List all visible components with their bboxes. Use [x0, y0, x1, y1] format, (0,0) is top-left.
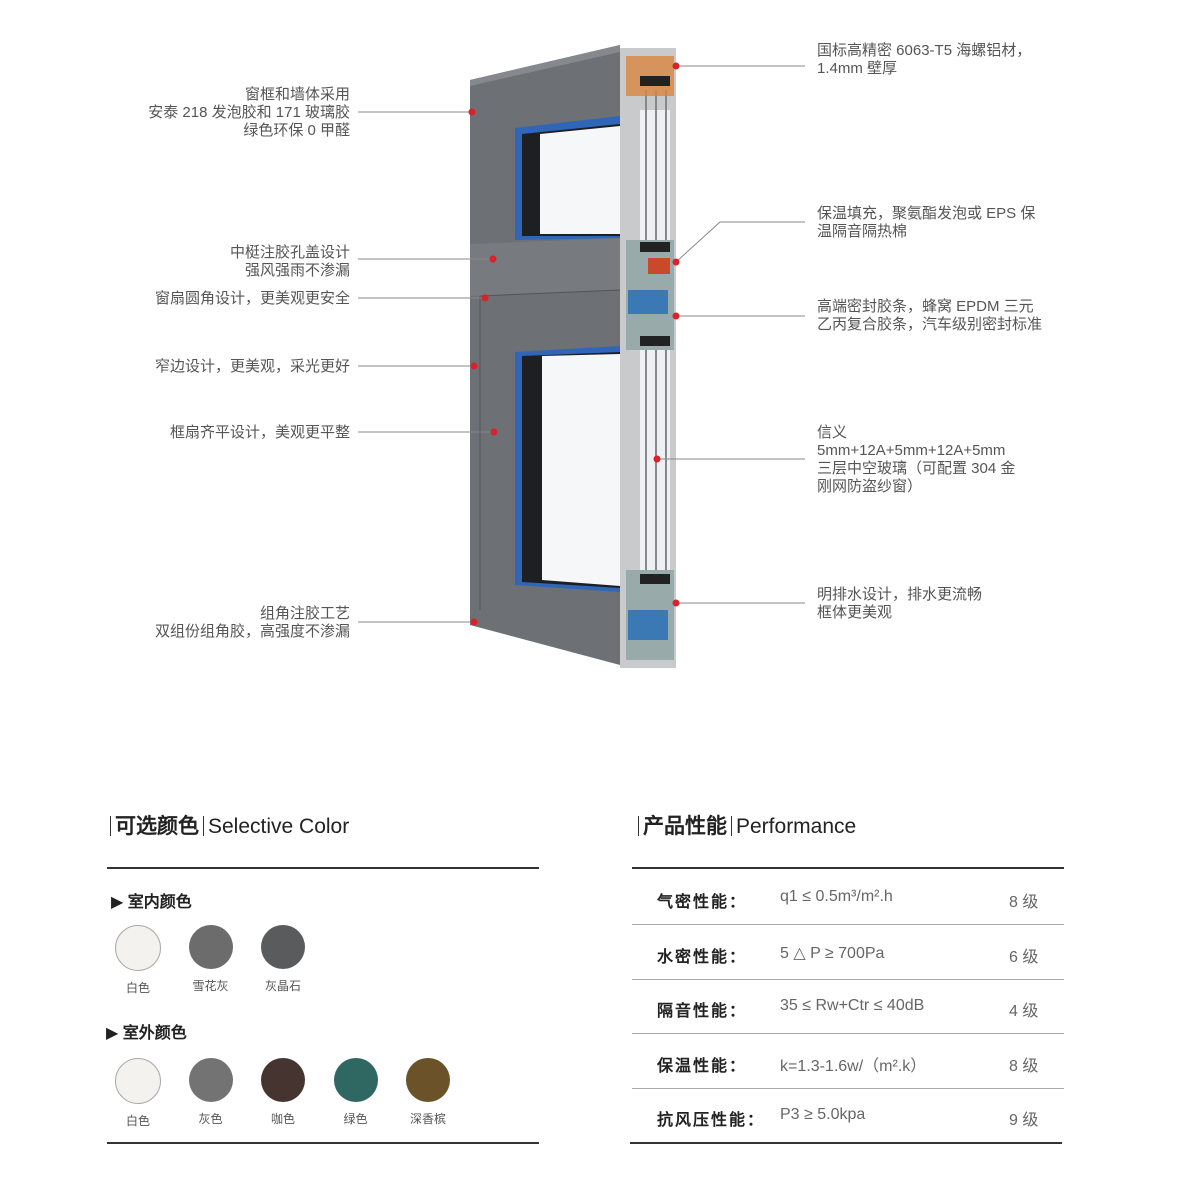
swatch-label: 灰晶石 [264, 979, 301, 993]
swatch-circle [115, 1058, 161, 1104]
annotation-line: 三层中空玻璃（可配置 304 金 [817, 460, 1016, 477]
swatch-circle [188, 925, 233, 969]
colors-title-cn: 可选颜色 [115, 815, 199, 838]
performance-value: P3 ≥ 5.0kpa [780, 1106, 866, 1123]
color-swatch[interactable]: 深香槟 [392, 1058, 464, 1127]
annotation-mullion-design: 中梃注胶孔盖设计 强风强雨不渗漏 [230, 244, 350, 280]
transom [470, 238, 620, 296]
swatch-label: 咖色 [270, 1112, 295, 1126]
swatch-label: 白色 [125, 1114, 150, 1128]
leader-lines [358, 65, 805, 623]
color-swatch[interactable]: 雪花灰 [175, 925, 247, 994]
annotation-line: 双组份组角胶，高强度不渗漏 [154, 623, 350, 640]
swatch-label: 绿色 [343, 1112, 368, 1126]
performance-name: 水密性能： [657, 948, 748, 966]
performance-title-en: Performance [736, 815, 857, 838]
annotation-line: 明排水设计，排水更流畅 [817, 586, 983, 603]
annotation-line: 温隔音隔热棉 [817, 223, 908, 240]
performance-grade: 8 级 [1009, 894, 1039, 911]
performance-row: 气密性能： q1 ≤ 0.5m³/m².h 8 级 [632, 870, 1064, 925]
indoor-label: 室内颜色 [127, 894, 192, 911]
window-section-illustration [358, 45, 805, 668]
performance-name: 隔音性能： [657, 1003, 748, 1020]
divider [630, 1142, 1062, 1144]
outdoor-colors-heading: ▶ 室外颜色 [106, 1025, 187, 1042]
annotation-line: 刚网防盗纱窗） [817, 478, 923, 495]
colors-section-title: 可选颜色 Selective Color [106, 810, 349, 840]
swatch-label: 深香槟 [409, 1112, 446, 1126]
annotation-line: 中梃注胶孔盖设计 [229, 244, 350, 261]
annotation-line: 框体更美观 [817, 604, 893, 621]
colors-title-en: Selective Color [208, 815, 350, 838]
performance-row: 保温性能： k=1.3-1.6w/（m².k） 8 级 [632, 1034, 1064, 1089]
divider [632, 867, 1064, 869]
performance-value: 35 ≤ Rw+Ctr ≤ 40dB [780, 997, 925, 1014]
annotation-line: 窗扇圆角设计，更美观更安全 [154, 290, 350, 307]
swatch-circle [333, 1058, 378, 1102]
annotation-frame-wall-sealant: 窗框和墙体采用 安泰 218 发泡胶和 171 玻璃胶 绿色环保 0 甲醛 [148, 86, 350, 140]
swatch-circle [406, 1058, 450, 1102]
performance-value: k=1.3-1.6w/（m².k） [780, 1057, 927, 1075]
swatch-circle [261, 1058, 305, 1102]
annotation-insulation: 保温填充，聚氨酯发泡或 EPS 保 温隔音隔热棉 [817, 205, 1035, 241]
annotation-line: 强风强雨不渗漏 [244, 262, 350, 279]
performance-value: 5 △ P ≥ 700Pa [780, 944, 885, 962]
performance-name: 保温性能： [657, 1057, 748, 1075]
swatch-circle [188, 1058, 233, 1102]
performance-title-cn: 产品性能 [643, 815, 727, 838]
annotation-corner-glue: 组角注胶工艺 双组份组角胶，高强度不渗漏 [155, 605, 350, 641]
annotation-seal-strip: 高端密封胶条，蜂窝 EPDM 三元 乙丙复合胶条，汽车级别密封标准 [817, 298, 1042, 334]
color-swatch[interactable]: 咖色 [247, 1058, 319, 1127]
annotation-rounded-sash: 窗扇圆角设计，更美观更安全 [155, 290, 350, 308]
annotation-line: 国标高精密 6063-T5 海螺铝材， [817, 42, 1032, 59]
performance-grade: 6 级 [1009, 948, 1039, 966]
performance-row: 水密性能： 5 △ P ≥ 700Pa 6 级 [632, 925, 1064, 980]
performance-grade: 4 级 [1009, 1003, 1039, 1020]
annotation-line: 窄边设计，更美观，采光更好 [154, 358, 350, 375]
color-swatch[interactable]: 白色 [102, 1058, 174, 1129]
upper-glass-pane [540, 126, 620, 234]
performance-name: 气密性能： [657, 894, 748, 911]
performance-value: q1 ≤ 0.5m³/m².h [780, 888, 893, 905]
swatch-label: 雪花灰 [192, 979, 229, 993]
performance-name: 抗风压性能： [657, 1112, 766, 1129]
annotation-line: 绿色环保 0 甲醛 [243, 122, 350, 139]
annotation-line: 框扇齐平设计，美观更平整 [169, 424, 350, 441]
performance-row: 隔音性能： 35 ≤ Rw+Ctr ≤ 40dB 4 级 [632, 979, 1064, 1034]
swatch-label: 白色 [125, 981, 150, 995]
indoor-colors-heading: ▶ 室内颜色 [111, 894, 192, 911]
performance-section-title: 产品性能 Performance [634, 810, 856, 840]
annotation-line: 组角注胶工艺 [259, 605, 350, 622]
lower-glass-pane [542, 354, 620, 586]
annotation-line: 5mm+12A+5mm+12A+5mm [817, 442, 1006, 459]
annotation-aluminum: 国标高精密 6063-T5 海螺铝材， 1.4mm 壁厚 [817, 42, 1031, 78]
annotation-line: 安泰 218 发泡胶和 171 玻璃胶 [148, 104, 350, 121]
annotation-flush-design: 框扇齐平设计，美观更平整 [170, 424, 350, 442]
divider [107, 867, 539, 869]
annotation-line: 乙丙复合胶条，汽车级别密封标准 [817, 316, 1043, 333]
performance-grade: 8 级 [1009, 1057, 1039, 1075]
color-swatch[interactable]: 白色 [102, 925, 174, 996]
annotation-markers [468, 62, 680, 626]
annotation-line: 窗框和墙体采用 [244, 86, 350, 103]
annotation-line: 信义 [817, 424, 848, 441]
outdoor-label: 室外颜色 [122, 1025, 187, 1042]
performance-row: 抗风压性能： P3 ≥ 5.0kpa 9 级 [632, 1088, 1064, 1142]
annotation-drainage: 明排水设计，排水更流畅 框体更美观 [817, 586, 982, 622]
color-swatch[interactable]: 绿色 [320, 1058, 392, 1127]
color-swatch[interactable]: 灰晶石 [247, 925, 319, 994]
annotation-line: 高端密封胶条，蜂窝 EPDM 三元 [817, 298, 1034, 315]
divider [107, 1142, 539, 1144]
color-swatch[interactable]: 灰色 [175, 1058, 247, 1127]
swatch-circle [115, 925, 161, 971]
annotation-glass: 信义 5mm+12A+5mm+12A+5mm 三层中空玻璃（可配置 304 金 … [817, 424, 1015, 496]
swatch-circle [261, 925, 305, 969]
performance-grade: 9 级 [1009, 1112, 1039, 1129]
swatch-label: 灰色 [198, 1112, 223, 1126]
annotation-narrow-edge: 窄边设计，更美观，采光更好 [155, 358, 350, 376]
annotation-line: 保温填充，聚氨酯发泡或 EPS 保 [817, 205, 1036, 222]
annotation-line: 1.4mm 壁厚 [817, 60, 898, 77]
